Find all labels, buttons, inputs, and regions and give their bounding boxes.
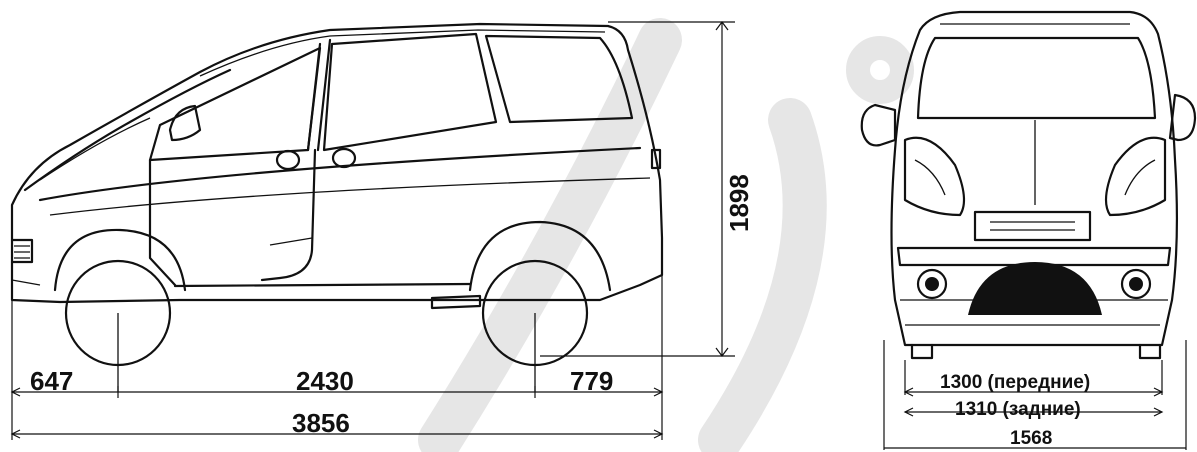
fog-lamp-right: [1120, 268, 1152, 300]
fog-lamp-left: [916, 268, 948, 300]
front-windshield: [916, 36, 1157, 120]
rear-quarter-window: [484, 34, 634, 124]
front-headlight-left: [903, 136, 966, 217]
front-lamp: [10, 238, 34, 264]
door-handle-front: [275, 149, 301, 171]
rear-wheel-arch: [468, 220, 612, 292]
rear-side-window: [322, 32, 498, 152]
dim-height: 1898: [724, 174, 754, 232]
front-bumper: [896, 246, 1172, 267]
dim-overall-width: 1568: [1010, 428, 1052, 449]
front-dimension-lines: [883, 340, 1187, 450]
side-dimension-lines: [10, 21, 735, 440]
rear-lamp: [650, 148, 662, 170]
front-body-outline: [890, 10, 1179, 347]
front-view-van: [860, 10, 1197, 360]
front-tyre-left: [910, 343, 934, 360]
door-handle-rear: [331, 147, 357, 169]
dim-overall-length: 3856: [292, 408, 350, 438]
mirror-right: [1168, 93, 1197, 142]
side-view-van: [10, 22, 664, 392]
mirror-left: [860, 103, 897, 147]
lower-air-intake: [968, 262, 1102, 315]
front-headlight-right: [1104, 136, 1167, 217]
front-grille: [973, 210, 1092, 242]
watermark: [418, 18, 914, 452]
side-body-outline: [10, 22, 664, 304]
dim-rear-track: 1310 (задние): [955, 399, 1081, 420]
front-tyre-right: [1138, 343, 1162, 360]
dim-wheelbase: 2430: [296, 366, 354, 396]
front-window: [148, 46, 322, 162]
side-mirror: [168, 104, 202, 142]
dim-front-track: 1300 (передние): [940, 372, 1090, 393]
dim-front-overhang: 647: [30, 366, 73, 396]
front-wheel-arch: [53, 228, 187, 292]
exhaust-pipe: [430, 294, 482, 310]
dim-rear-overhang: 779: [570, 366, 613, 396]
